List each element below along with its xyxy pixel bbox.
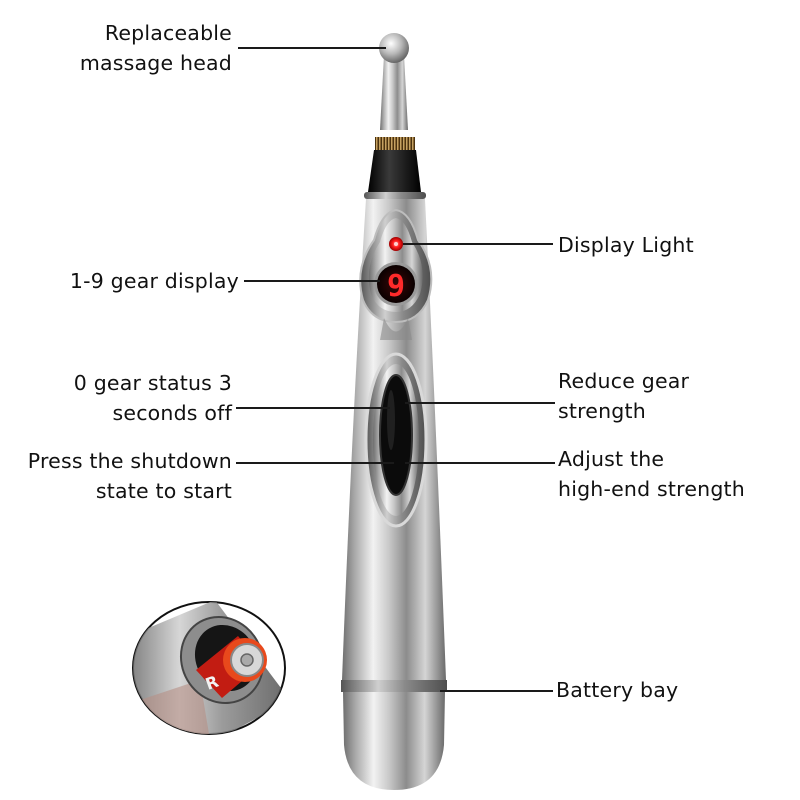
label-reduce-gear: Reduce gear strength [558,369,690,423]
leader-shutdown [236,462,394,464]
leader-display-light [403,243,553,245]
leader-reduce-gear [405,402,555,404]
black-collar [368,150,421,192]
control-button[interactable] [379,374,413,496]
label-zero-gear: 0 gear status 3 seconds off [73,371,232,425]
leader-adjust-high [405,462,555,464]
leader-massage-head [238,47,386,49]
gear-digit: 9 [387,269,405,304]
leader-zero-gear [236,407,390,409]
label-massage-head-line1: Replaceable [104,21,232,45]
label-display-light: Display Light [558,233,694,257]
battery-cap [341,680,447,790]
leader-battery-bay [440,690,553,692]
leader-gear-display [244,280,380,282]
gold-ring [375,137,415,150]
label-adjust-high: Adjust the high-end strength [558,447,745,501]
massage-head [379,33,409,130]
label-battery-bay: Battery bay [556,678,679,702]
label-massage-head-line2: massage head [79,51,232,75]
svg-text:R: R [203,672,221,694]
battery-inset: R [132,601,286,735]
gear-display-screen [377,265,415,303]
label-gear-display: 1-9 gear display [69,269,239,293]
label-shutdown: Press the shutdown state to start [27,449,232,503]
label-massage-head: Replaceable massage head [80,18,232,78]
